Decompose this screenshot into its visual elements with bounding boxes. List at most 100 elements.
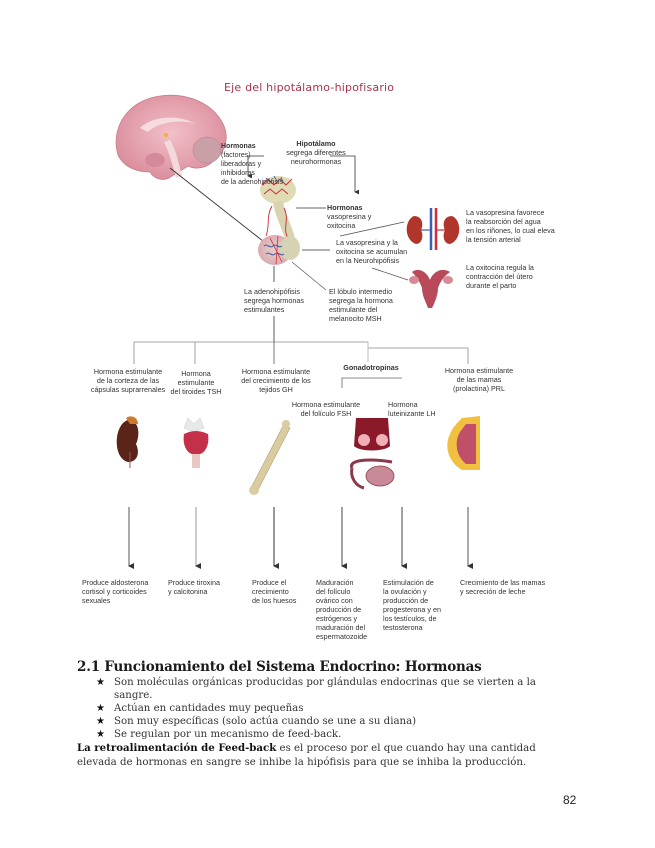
list-item: ★ Son muy específicas (solo actúa cuando …: [96, 715, 556, 728]
list-item: ★Se regulan por un mecanismo de feed-bac…: [96, 728, 556, 741]
label-line: Produce aldosterona: [82, 578, 149, 587]
label-line: Maduración: [316, 578, 354, 587]
feedback-definition: es el proceso por el que cuando hay una …: [77, 743, 536, 768]
page-number: 82: [563, 793, 577, 807]
label-line: estrógenos y: [316, 614, 358, 623]
label-line: La oxitocina regula la: [466, 263, 534, 272]
label-line: segrega diferentes: [286, 148, 346, 157]
hypothalamus-pituitary-diagram: [115, 94, 480, 569]
label-line: Hormona estimulante: [241, 367, 311, 376]
label-line: Hormonas: [221, 143, 256, 150]
label-line: durante el parto: [466, 281, 517, 290]
hormone-tsh-label: Hormona estimulante del tiroides TSH: [166, 369, 226, 396]
label-line: la reabsorción del agua: [466, 217, 541, 226]
label-line: estimulante del: [329, 305, 378, 314]
label-line: la tensión arterial: [466, 235, 521, 244]
star-icon: ★: [96, 716, 106, 727]
label-line: crecimiento: [252, 587, 289, 596]
effect-tsh: Produce tiroxina y calcitonina: [168, 578, 234, 596]
label-line: maduración del: [316, 623, 366, 632]
label-line: de la corteza de las: [96, 376, 160, 385]
label-line: del folículo: [316, 587, 351, 596]
star-icon: ★: [96, 677, 106, 688]
label-line: en la Neurohipófisis: [336, 256, 400, 265]
label-line: y calcitonina: [168, 587, 208, 596]
label-line: (factores): [221, 152, 251, 159]
label-line: La vasopresina favorece: [466, 208, 545, 217]
label-line: en los riñones, lo cual eleva: [466, 226, 555, 235]
label-hormonas-vasopresina: Hormonas vasopresina y oxitocina: [327, 203, 387, 230]
label-line: los testículos, de: [383, 614, 437, 623]
label-line: estimulantes: [244, 305, 285, 314]
label-line: contracción del útero: [466, 272, 533, 281]
list-item-text: Actúan en cantidades muy pequeñas: [114, 703, 304, 714]
label-line: Estimulación de: [383, 578, 434, 587]
list-item: ★Son moléculas orgánicas producidas por …: [96, 676, 556, 702]
label-line: del folículo FSH: [300, 409, 352, 418]
list-item: ★ Actúan en cantidades muy pequeñas: [96, 702, 556, 715]
label-line: El lóbulo intermedio: [329, 287, 393, 296]
diagram-title: Eje del hipotálamo-hipofisario: [224, 81, 395, 94]
label-line: del tiroides TSH: [170, 387, 222, 396]
hormone-fsh-label: Hormona estimulante del folículo FSH: [284, 400, 368, 418]
label-line: oxitocina se acumulan: [336, 247, 408, 256]
feedback-paragraph: La retroalimentación de Feed-back es el …: [77, 741, 567, 770]
list-item-text: Son muy específicas (solo actúa cuando s…: [114, 716, 417, 727]
label-line: tejidos GH: [259, 385, 293, 394]
kidney-vessels-icon: [406, 208, 460, 250]
label-line: Hormonas: [327, 203, 363, 212]
hormone-acth-label: Hormona estimulante de la corteza de las…: [80, 367, 176, 394]
label-line: cortisol y corticoides: [82, 587, 147, 596]
label-line: estimulante: [177, 378, 215, 387]
label-line: (prolactina) PRL: [453, 384, 505, 393]
label-line: liberadoras y: [221, 161, 262, 168]
label-line: producción de: [383, 596, 429, 605]
star-icon: ★: [96, 703, 106, 714]
label-line: La adenohipófisis: [244, 287, 300, 296]
bullet-list: ★Son moléculas orgánicas producidas por …: [96, 676, 556, 741]
label-line: segrega la hormona: [329, 296, 393, 305]
label-line: de la adenohipófisis: [221, 179, 283, 186]
ovary-icon: [350, 458, 395, 490]
label-line: progesterona y en: [383, 605, 441, 614]
effect-lh: Estimulación de la ovulación y producció…: [383, 578, 453, 632]
label-line: Hormona: [181, 369, 211, 378]
label-line: segrega hormonas: [244, 296, 304, 305]
label-hipotalamo: Hipotálamo segrega diferentes neurohormo…: [278, 139, 354, 166]
label-line: la ovulación y: [383, 587, 427, 596]
effect-gh: Produce el crecimiento de los huesos: [252, 578, 312, 605]
feedback-term: La retroalimentación de Feed-back: [77, 742, 277, 754]
hormone-lh-label: Hormona luteinizante LH: [388, 400, 448, 418]
star-icon: ★: [96, 729, 106, 740]
label-line: oxitocina: [327, 221, 356, 230]
effect-fsh: Maduración del folículo ovárico con prod…: [316, 578, 378, 641]
label-line: Hormona estimulante: [93, 367, 163, 376]
label-line: de las mamas: [456, 375, 502, 384]
label-line: vasopresina y: [327, 212, 372, 221]
breast-icon: [447, 416, 480, 470]
brain-pointer-line: [169, 167, 269, 246]
label-hormonas-factores: Hormonas (factores) liberadoras y inhibi…: [221, 142, 291, 187]
thyroid-icon: [183, 417, 209, 468]
label-oxitocina-regula: La oxitocina regula la contracción del ú…: [466, 263, 576, 290]
hormone-prl-label: Hormona estimulante de las mamas (prolac…: [436, 366, 522, 393]
label-line: ovárico con: [316, 596, 353, 605]
label-line: espermatozoide: [316, 632, 368, 641]
label-line: Hormona estimulante: [291, 400, 361, 409]
hormone-gh-label: Hormona estimulante del crecimiento de l…: [234, 367, 318, 394]
label-line: Hipotálamo: [296, 139, 336, 148]
label-vasopresina-favorece: La vasopresina favorece la reabsorción d…: [466, 208, 576, 244]
label-adenohipofisis: La adenohipófisis segrega hormonas estim…: [244, 287, 314, 314]
bone-icon: [249, 420, 291, 495]
label-line: inhibidoras: [221, 170, 255, 177]
label-line: Produce el: [252, 578, 287, 587]
label-line: cápsulas suprarrenales: [90, 385, 166, 394]
label-line: testosterona: [383, 623, 423, 632]
label-line: producción de: [316, 605, 362, 614]
section-heading: 2.1 Funcionamiento del Sistema Endocrino…: [77, 659, 482, 675]
uterus-icon: [409, 269, 453, 308]
label-acumulan-neurohipofisis: La vasopresina y la oxitocina se acumula…: [336, 238, 416, 265]
effect-prl: Crecimiento de las mamas y secreción de …: [460, 578, 560, 596]
effect-acth: Produce aldosterona cortisol y corticoid…: [82, 578, 162, 605]
label-line: neurohormonas: [290, 157, 342, 166]
